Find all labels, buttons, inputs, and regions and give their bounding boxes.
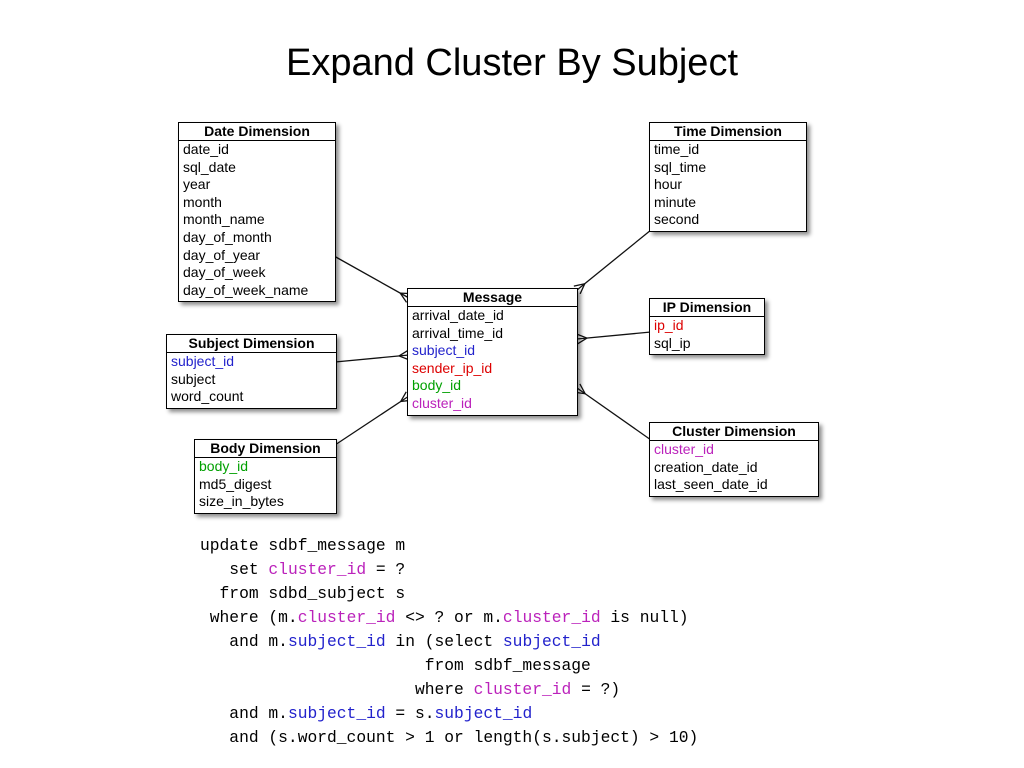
sql-line: where (m.cluster_id <> ? or m.cluster_id…	[200, 606, 698, 630]
field-body-id: body_id	[199, 458, 249, 474]
field-day-of-month: day_of_month	[183, 228, 272, 245]
field-arrival-time-id: arrival_time_id	[412, 324, 504, 341]
sql-token: update sdbf_message m	[200, 536, 406, 555]
sql-line: set cluster_id = ?	[200, 558, 698, 582]
sql-token: where	[200, 680, 474, 699]
field-second: second	[654, 211, 700, 228]
field-arrival-date-id: arrival_date_id	[412, 307, 504, 323]
field-day-of-year: day_of_year	[183, 246, 261, 263]
field-day-of-week: day_of_week	[183, 264, 266, 281]
sql-column-ref: cluster_id	[473, 680, 572, 699]
field-month: month	[183, 193, 222, 210]
sql-token: from sdbf_message	[200, 656, 591, 675]
sql-line: and m.subject_id = s.subject_id	[200, 702, 698, 726]
field-creation-date-id: creation_date_id	[654, 458, 758, 475]
sql-token: and m.	[200, 704, 288, 723]
sql-token: set	[200, 560, 269, 579]
sql-column-ref: cluster_id	[502, 608, 601, 627]
sql-token: <> ? or m.	[395, 608, 503, 627]
sql-line: from sdbf_message	[200, 654, 698, 678]
time-entity-title: Time Dimension	[650, 123, 806, 141]
sql-column-ref: cluster_id	[268, 560, 367, 579]
sql-line: where cluster_id = ?)	[200, 678, 698, 702]
date-entity-title: Date Dimension	[179, 123, 335, 141]
sql-column-ref: subject_id	[287, 632, 386, 651]
cluster-entity-title: Cluster Dimension	[650, 423, 818, 441]
field-subject: subject	[171, 370, 216, 387]
sql-column-ref: subject_id	[287, 704, 386, 723]
connector-date-to-message	[333, 255, 412, 303]
connector-time-to-message	[573, 229, 652, 295]
field-hour: hour	[654, 176, 683, 193]
field-date-id: date_id	[183, 141, 229, 157]
sql-token: = ?)	[571, 680, 621, 699]
field-sender-ip-id: sender_ip_id	[412, 359, 493, 376]
connector-body-to-message	[334, 391, 412, 446]
ip-entity-title: IP Dimension	[650, 299, 764, 317]
field-cluster-id: cluster_id	[654, 441, 714, 457]
field-sql-date: sql_date	[183, 158, 236, 175]
field-ip-id: ip_id	[654, 317, 684, 333]
sql-token: and (s.word_count > 1 or length(s.subjec…	[200, 728, 699, 747]
field-cluster-id: cluster_id	[412, 394, 472, 411]
sql-code-block: update sdbf_message m set cluster_id = ?…	[200, 534, 698, 750]
field-md5-digest: md5_digest	[199, 475, 272, 492]
field-minute: minute	[654, 193, 697, 210]
field-size-in-bytes: size_in_bytes	[199, 493, 284, 510]
field-word-count: word_count	[171, 388, 244, 405]
sql-column-ref: subject_id	[502, 632, 601, 651]
field-month-name: month_name	[183, 211, 265, 228]
connector-subject-to-message	[334, 349, 410, 363]
connector-ip-to-message	[576, 331, 652, 345]
field-time-id: time_id	[654, 141, 700, 157]
sql-token: = ?	[366, 560, 406, 579]
sql-token: and m.	[200, 632, 288, 651]
sql-line: and m.subject_id in (select subject_id	[200, 630, 698, 654]
field-day-of-week-name: day_of_week_name	[183, 281, 309, 298]
field-year: year	[183, 176, 211, 193]
field-sql-ip: sql_ip	[654, 334, 691, 351]
sql-line: and (s.word_count > 1 or length(s.subjec…	[200, 726, 698, 750]
sql-token: where (m.	[200, 608, 298, 627]
sql-line: from sdbd_subject s	[200, 582, 698, 606]
sql-token: in (select	[385, 632, 503, 651]
slide-title: Expand Cluster By Subject	[285, 42, 738, 84]
sql-token: = s.	[385, 704, 435, 723]
sql-column-ref: subject_id	[434, 704, 533, 723]
sql-token: from sdbd_subject s	[200, 584, 406, 603]
message-entity-title: Message	[408, 289, 577, 307]
sql-column-ref: cluster_id	[297, 608, 396, 627]
field-subject-id: subject_id	[171, 353, 235, 369]
field-sql-time: sql_time	[654, 158, 707, 175]
sql-token: is null)	[600, 608, 689, 627]
connector-cluster-to-message	[574, 383, 652, 441]
field-body-id: body_id	[412, 377, 462, 394]
field-last-seen-date-id: last_seen_date_id	[654, 476, 768, 493]
field-subject-id: subject_id	[412, 342, 476, 359]
body-entity-title: Body Dimension	[195, 440, 336, 458]
sql-line: update sdbf_message m	[200, 534, 698, 558]
subject-entity-title: Subject Dimension	[167, 335, 336, 353]
